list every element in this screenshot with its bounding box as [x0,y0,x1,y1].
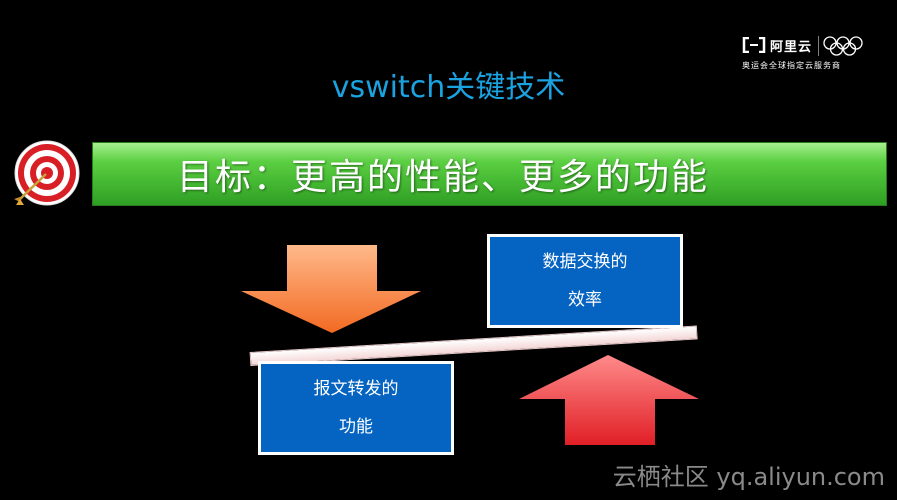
box-top-line2: 效率 [568,290,602,310]
down-arrow-icon [241,245,421,333]
data-exchange-efficiency-box: 数据交换的 效率 [487,234,683,328]
box-top-line1: 数据交换的 [542,252,628,272]
aliyun-logo: 阿里云 奥运会全球指定云服务商 [742,34,872,74]
goal-text: 目标：更高的性能、更多的功能 [177,157,710,198]
slide-title: vswitch关键技术 [331,70,566,105]
logo-name: 阿里云 [770,40,813,55]
goal-banner: 目标：更高的性能、更多的功能 [92,142,887,206]
watermark: 云栖社区 yq.aliyun.com [612,463,885,491]
packet-forwarding-function-box: 报文转发的 功能 [258,361,454,455]
box-bottom-line1: 报文转发的 [313,379,399,399]
up-arrow-icon [519,355,699,445]
olympic-rings-icon [818,36,863,56]
box-bottom-line2: 功能 [339,417,373,437]
logo-subtitle: 奥运会全球指定云服务商 [742,61,841,70]
aliyun-bracket-icon [742,37,766,53]
target-icon [14,140,80,206]
